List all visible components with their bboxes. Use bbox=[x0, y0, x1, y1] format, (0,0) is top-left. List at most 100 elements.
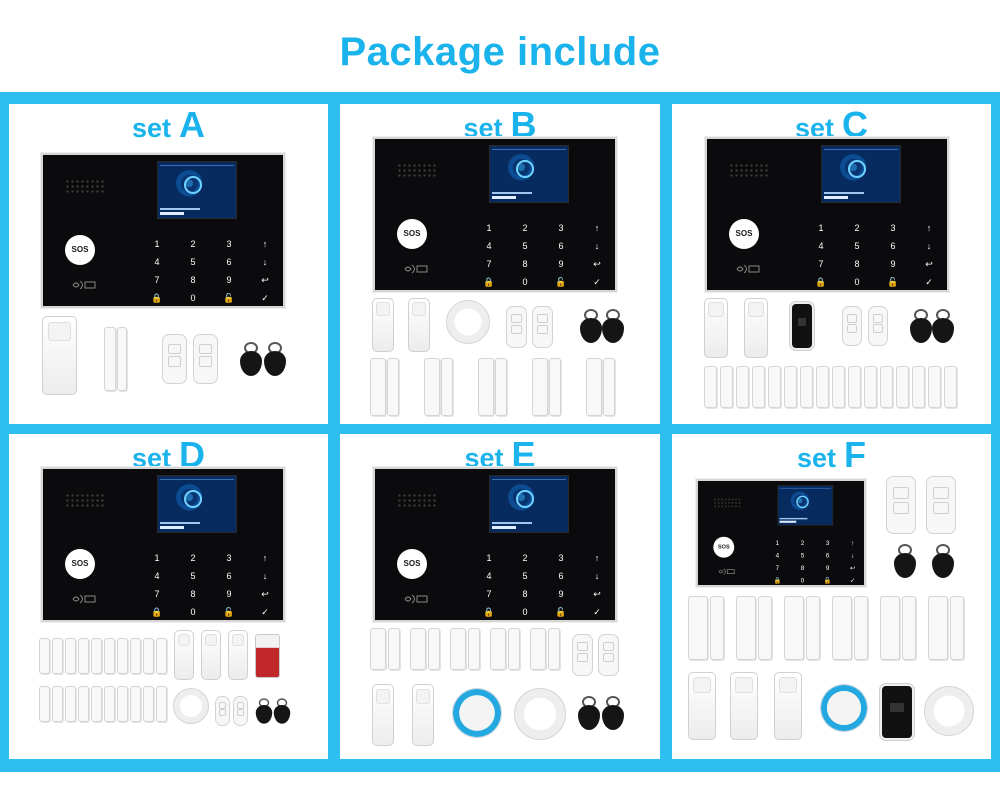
keypad-key[interactable]: 7 bbox=[154, 275, 160, 285]
keypad-key[interactable]: 5 bbox=[522, 571, 528, 581]
keypad-key[interactable]: 7 bbox=[486, 259, 492, 269]
keypad-key[interactable]: 1 bbox=[486, 553, 492, 563]
keypad-key[interactable]: 4 bbox=[154, 257, 160, 267]
keypad-key[interactable]: 2 bbox=[522, 553, 528, 563]
keypad-key[interactable]: ↓ bbox=[851, 552, 855, 560]
keypad-key[interactable]: ↓ bbox=[594, 241, 600, 251]
keypad-key[interactable]: ↩ bbox=[593, 589, 601, 599]
keypad-key[interactable]: 3 bbox=[226, 553, 232, 563]
keypad-key[interactable]: 8 bbox=[190, 275, 196, 285]
sos-button[interactable]: SOS bbox=[729, 219, 759, 249]
keypad-key[interactable]: ✓ bbox=[261, 607, 269, 617]
keypad-key[interactable]: 🔒 bbox=[815, 277, 827, 287]
keypad-key[interactable]: 0 bbox=[522, 607, 528, 617]
keypad-key[interactable]: 3 bbox=[890, 223, 896, 233]
keypad-key[interactable]: 4 bbox=[486, 241, 492, 251]
keypad-key[interactable]: 5 bbox=[854, 241, 860, 251]
keypad-key[interactable]: 5 bbox=[522, 241, 528, 251]
keypad-key[interactable]: ✓ bbox=[593, 607, 601, 617]
keypad-key[interactable]: ↩ bbox=[261, 589, 269, 599]
keypad-key[interactable]: 2 bbox=[800, 539, 805, 547]
keypad-key[interactable]: 0 bbox=[800, 577, 805, 585]
keypad-key[interactable]: 0 bbox=[854, 277, 860, 287]
keypad-key[interactable]: 🔒 bbox=[773, 577, 782, 585]
keypad-key[interactable]: 🔒 bbox=[483, 277, 495, 287]
keypad-key[interactable]: 8 bbox=[800, 564, 805, 572]
keypad-key[interactable]: 8 bbox=[522, 589, 528, 599]
keypad-key[interactable]: 1 bbox=[154, 239, 160, 249]
keypad-key[interactable]: 5 bbox=[190, 257, 196, 267]
sos-button[interactable]: SOS bbox=[65, 235, 95, 265]
keypad-key[interactable]: 6 bbox=[558, 571, 564, 581]
sos-button[interactable]: SOS bbox=[397, 549, 427, 579]
keypad-key[interactable]: ↓ bbox=[262, 571, 268, 581]
sos-button[interactable]: SOS bbox=[65, 549, 95, 579]
keypad-key[interactable]: 2 bbox=[190, 239, 196, 249]
sos-button[interactable]: SOS bbox=[713, 536, 735, 558]
keypad-key[interactable]: ✓ bbox=[925, 277, 933, 287]
keypad-key[interactable]: 🔓 bbox=[887, 277, 899, 287]
keypad-key[interactable]: 3 bbox=[558, 553, 564, 563]
keypad-key[interactable]: 🔓 bbox=[555, 607, 567, 617]
keypad-key[interactable]: 1 bbox=[775, 539, 780, 547]
keypad-key[interactable]: 1 bbox=[818, 223, 824, 233]
keypad-key[interactable]: 9 bbox=[825, 564, 830, 572]
keypad-key[interactable]: ✓ bbox=[593, 277, 601, 287]
keypad-key[interactable]: 4 bbox=[775, 552, 780, 560]
keypad-key[interactable]: ↑ bbox=[926, 223, 932, 233]
keypad-key[interactable]: ↑ bbox=[262, 553, 268, 563]
keypad-key[interactable]: 2 bbox=[190, 553, 196, 563]
keypad-key[interactable]: 0 bbox=[522, 277, 528, 287]
keypad-key[interactable]: 7 bbox=[775, 564, 780, 572]
keypad-key[interactable]: 🔒 bbox=[483, 607, 495, 617]
keypad-key[interactable]: 4 bbox=[818, 241, 824, 251]
keypad-key[interactable]: 9 bbox=[558, 589, 564, 599]
keypad-key[interactable]: 7 bbox=[486, 589, 492, 599]
keypad-key[interactable]: 6 bbox=[825, 552, 830, 560]
keypad-key[interactable]: ↩ bbox=[593, 259, 601, 269]
keypad-key[interactable]: 8 bbox=[522, 259, 528, 269]
keypad-key[interactable]: 2 bbox=[522, 223, 528, 233]
keypad-key[interactable]: 6 bbox=[226, 257, 232, 267]
keypad-key[interactable]: 6 bbox=[226, 571, 232, 581]
keypad-key[interactable]: 8 bbox=[190, 589, 196, 599]
keypad-key[interactable]: ↑ bbox=[594, 223, 600, 233]
keypad-key[interactable]: 🔓 bbox=[223, 607, 235, 617]
keypad-key[interactable]: ↑ bbox=[851, 539, 855, 547]
keypad-key[interactable]: 🔓 bbox=[555, 277, 567, 287]
keypad-key[interactable]: 1 bbox=[486, 223, 492, 233]
keypad-key[interactable]: 7 bbox=[818, 259, 824, 269]
keypad-key[interactable]: 9 bbox=[558, 259, 564, 269]
keypad-key[interactable]: ✓ bbox=[261, 293, 269, 303]
keypad-key[interactable]: 7 bbox=[154, 589, 160, 599]
keypad-key[interactable]: ↓ bbox=[262, 257, 268, 267]
keypad-key[interactable]: 3 bbox=[558, 223, 564, 233]
keypad-key[interactable]: ↑ bbox=[262, 239, 268, 249]
keypad-key[interactable]: 1 bbox=[154, 553, 160, 563]
keypad-key[interactable]: ↩ bbox=[925, 259, 933, 269]
keypad-key[interactable]: 9 bbox=[226, 275, 232, 285]
keypad-key[interactable]: 4 bbox=[154, 571, 160, 581]
keypad-key[interactable]: ↑ bbox=[594, 553, 600, 563]
keypad-key[interactable]: 3 bbox=[226, 239, 232, 249]
keypad-key[interactable]: 9 bbox=[890, 259, 896, 269]
keypad-key[interactable]: 2 bbox=[854, 223, 860, 233]
keypad-key[interactable]: 5 bbox=[800, 552, 805, 560]
keypad-key[interactable]: 9 bbox=[226, 589, 232, 599]
keypad-key[interactable]: 🔓 bbox=[823, 577, 832, 585]
keypad-key[interactable]: 5 bbox=[190, 571, 196, 581]
sos-button[interactable]: SOS bbox=[397, 219, 427, 249]
keypad-key[interactable]: 0 bbox=[190, 607, 196, 617]
keypad-key[interactable]: ↓ bbox=[594, 571, 600, 581]
keypad-key[interactable]: 4 bbox=[486, 571, 492, 581]
keypad-key[interactable]: ↩ bbox=[850, 564, 856, 572]
keypad-key[interactable]: ✓ bbox=[850, 577, 856, 585]
keypad-key[interactable]: ↩ bbox=[261, 275, 269, 285]
keypad-key[interactable]: 8 bbox=[854, 259, 860, 269]
keypad-key[interactable]: 🔒 bbox=[151, 293, 163, 303]
keypad-key[interactable]: 6 bbox=[558, 241, 564, 251]
keypad-key[interactable]: 6 bbox=[890, 241, 896, 251]
keypad-key[interactable]: 3 bbox=[825, 539, 830, 547]
keypad-key[interactable]: ↓ bbox=[926, 241, 932, 251]
keypad-key[interactable]: 🔒 bbox=[151, 607, 163, 617]
